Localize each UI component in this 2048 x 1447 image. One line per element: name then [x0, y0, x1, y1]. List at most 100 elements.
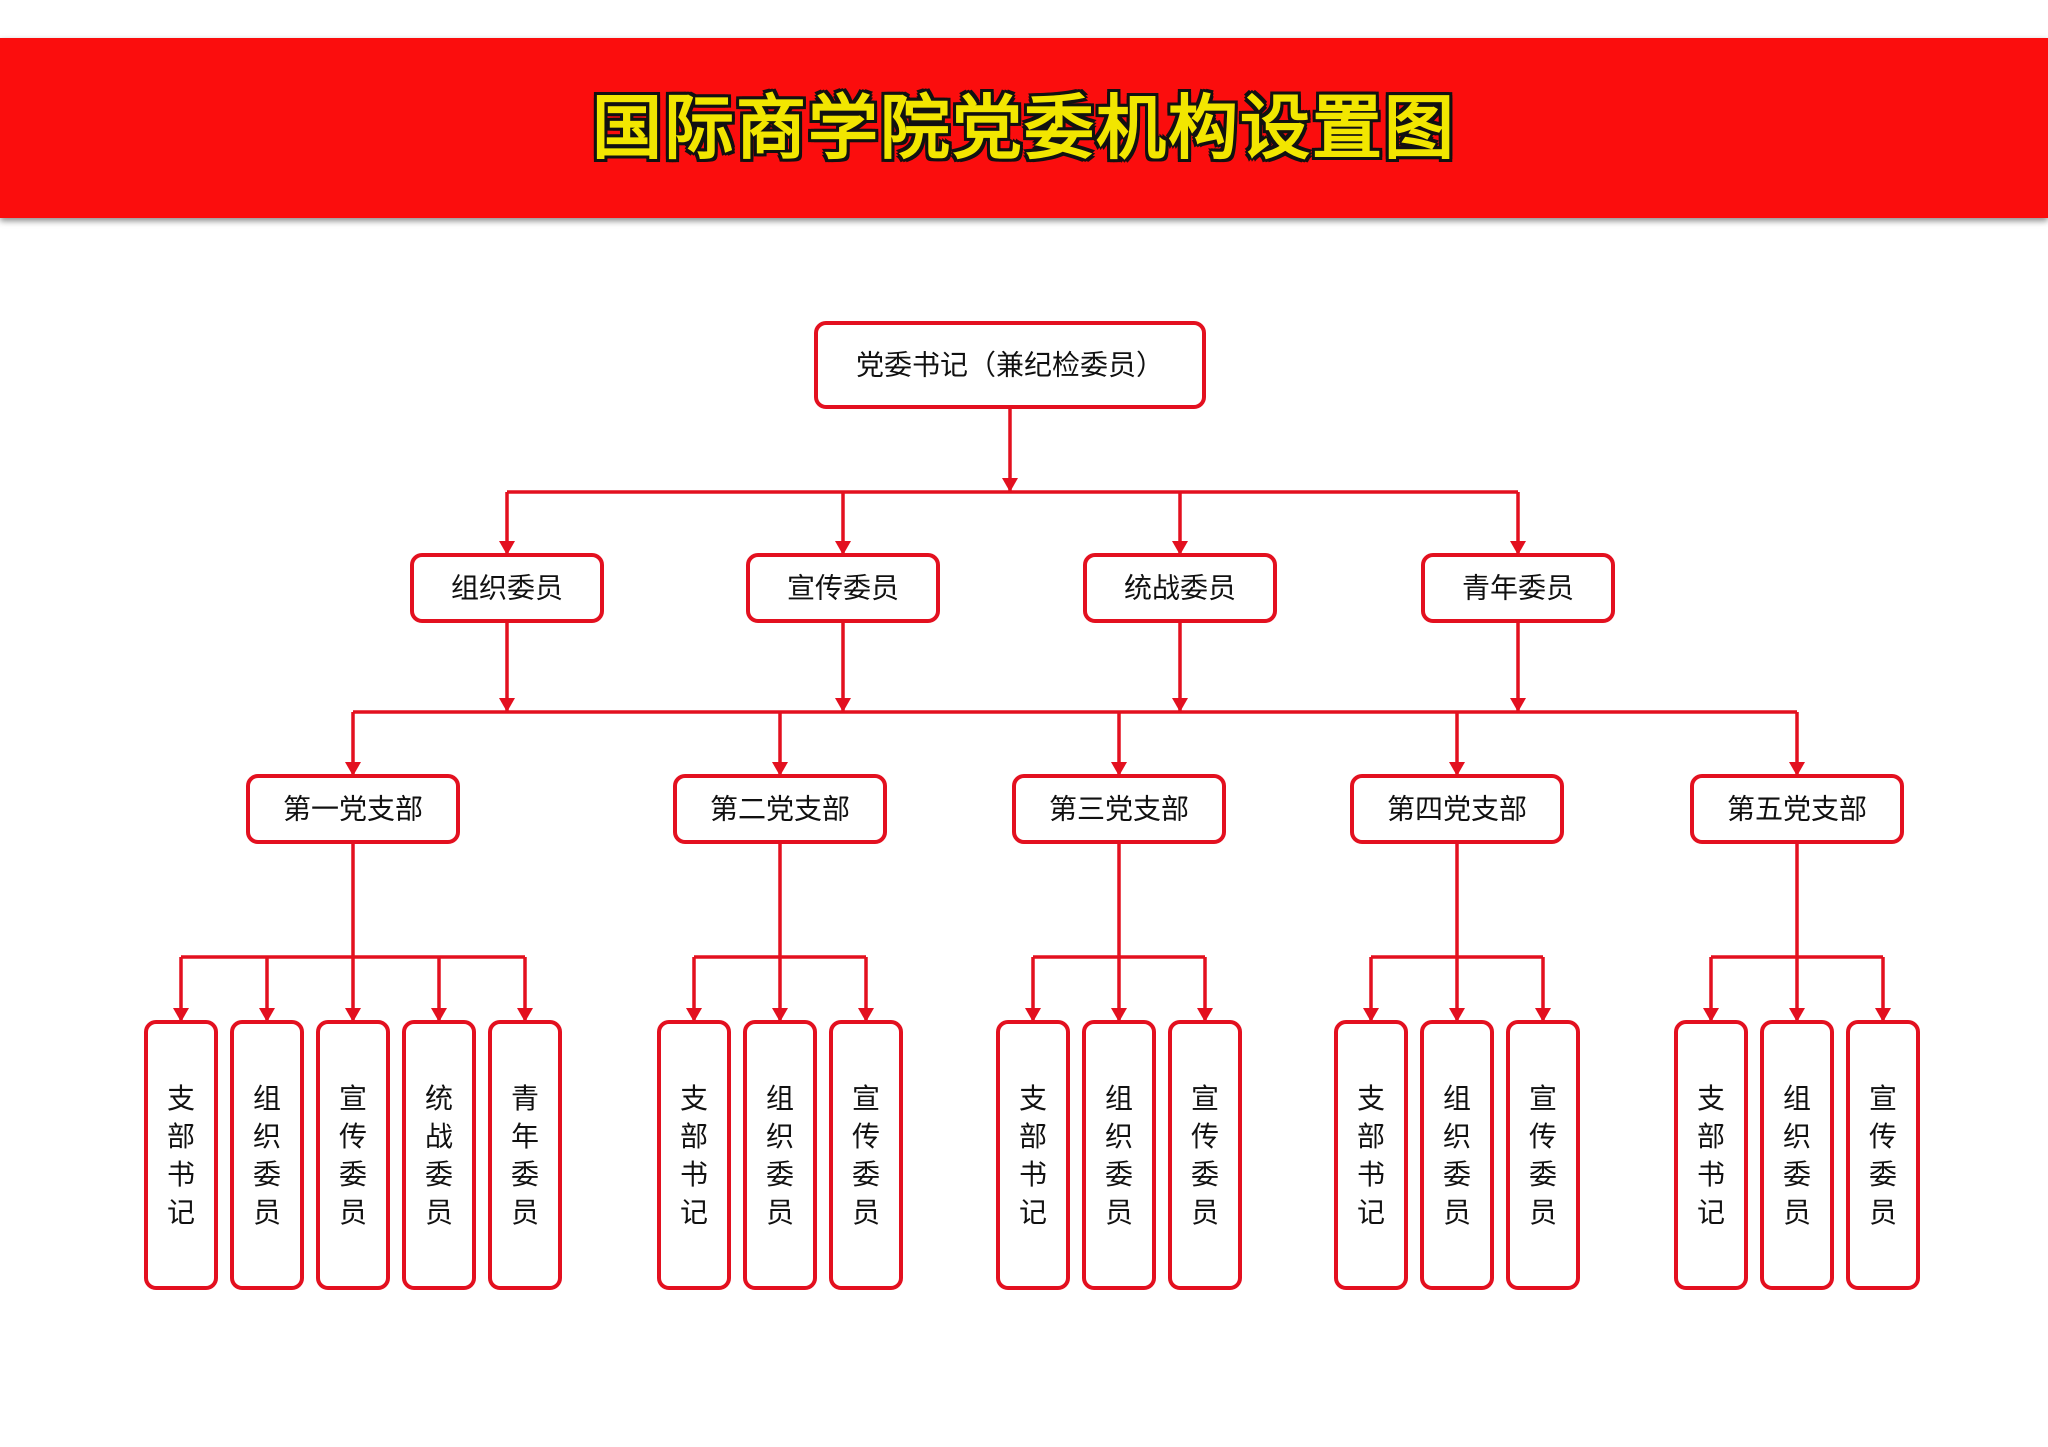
arrow-role-3-1 [1025, 1008, 1041, 1022]
branch-3-role-2-frame [1082, 1020, 1156, 1290]
arrow-role-5-2 [1789, 1008, 1805, 1022]
arrow-member-4 [1510, 541, 1526, 555]
committee-member-4-label: 青年委员 [1462, 572, 1574, 605]
branch-5-role-3-label: 宣传委员 [1869, 1082, 1897, 1229]
branch-1-role-5[interactable]: 青年委员 [488, 1020, 562, 1290]
branch-3-role-3[interactable]: 宣传委员 [1168, 1020, 1242, 1290]
arrow-branch-3 [1111, 762, 1127, 776]
branch-1-role-5-frame [488, 1020, 562, 1290]
party-branch-5-label: 第五党支部 [1727, 793, 1867, 826]
arrow-role-4-3 [1535, 1008, 1551, 1022]
branch-4-role-1-label: 支部书记 [1357, 1082, 1385, 1229]
branch-4-role-3-label: 宣传委员 [1529, 1082, 1557, 1229]
branch-5-role-3[interactable]: 宣传委员 [1846, 1020, 1920, 1290]
arrow-role-1-3 [345, 1008, 361, 1022]
branch-3-role-3-label: 宣传委员 [1191, 1082, 1219, 1229]
branch-2-role-2-label: 组织委员 [766, 1082, 794, 1229]
committee-member-2-label: 宣传委员 [787, 572, 899, 605]
branch-2-role-1-frame [657, 1020, 731, 1290]
party-branch-2[interactable]: 第二党支部 [673, 774, 887, 844]
arrow-root [1002, 478, 1018, 492]
branch-4-role-3[interactable]: 宣传委员 [1506, 1020, 1580, 1290]
arrow-branch-2 [772, 762, 788, 776]
branch-4-role-3-frame [1506, 1020, 1580, 1290]
committee-member-2[interactable]: 宣传委员 [746, 553, 940, 623]
party-branch-5[interactable]: 第五党支部 [1690, 774, 1904, 844]
branch-1-role-3[interactable]: 宣传委员 [316, 1020, 390, 1290]
branch-3-role-2[interactable]: 组织委员 [1082, 1020, 1156, 1290]
branch-2-role-2-frame [743, 1020, 817, 1290]
party-branch-4[interactable]: 第四党支部 [1350, 774, 1564, 844]
branch-5-role-2-frame [1760, 1020, 1834, 1290]
branch-1-role-2[interactable]: 组织委员 [230, 1020, 304, 1290]
branch-1-role-1[interactable]: 支部书记 [144, 1020, 218, 1290]
branch-1-role-4[interactable]: 统战委员 [402, 1020, 476, 1290]
branch-5-role-3-frame [1846, 1020, 1920, 1290]
branch-5-role-2-label: 组织委员 [1783, 1082, 1811, 1229]
branch-2-role-1[interactable]: 支部书记 [657, 1020, 731, 1290]
arrow-member-down-4 [1510, 698, 1526, 712]
branch-4-role-1-frame [1334, 1020, 1408, 1290]
arrow-role-1-4 [431, 1008, 447, 1022]
branch-1-role-2-label: 组织委员 [253, 1082, 281, 1229]
arrow-role-3-2 [1111, 1008, 1127, 1022]
arrow-role-1-2 [259, 1008, 275, 1022]
committee-member-1[interactable]: 组织委员 [410, 553, 604, 623]
branch-3-role-1-label: 支部书记 [1019, 1082, 1047, 1229]
arrow-member-down-2 [835, 698, 851, 712]
arrow-role-5-1 [1703, 1008, 1719, 1022]
branch-2-role-3-frame [829, 1020, 903, 1290]
branch-5-role-1-label: 支部书记 [1697, 1082, 1725, 1229]
committee-member-3[interactable]: 统战委员 [1083, 553, 1277, 623]
page-title: 国际商学院党委机构设置图 [592, 87, 1456, 169]
party-branch-3-label: 第三党支部 [1049, 793, 1189, 826]
arrow-role-5-3 [1875, 1008, 1891, 1022]
party-branch-2-label: 第二党支部 [710, 793, 850, 826]
branch-5-role-2[interactable]: 组织委员 [1760, 1020, 1834, 1290]
arrow-branch-4 [1449, 762, 1465, 776]
arrow-role-1-5 [517, 1008, 533, 1022]
party-branch-3[interactable]: 第三党支部 [1012, 774, 1226, 844]
party-branch-1[interactable]: 第一党支部 [246, 774, 460, 844]
branch-3-role-2-label: 组织委员 [1105, 1082, 1133, 1229]
branch-1-role-4-label: 统战委员 [425, 1082, 453, 1229]
arrow-branch-1 [345, 762, 361, 776]
arrow-role-2-3 [858, 1008, 874, 1022]
branch-1-role-5-label: 青年委员 [511, 1082, 539, 1229]
arrow-role-4-2 [1449, 1008, 1465, 1022]
arrow-branch-5 [1789, 762, 1805, 776]
committee-member-1-label: 组织委员 [451, 572, 563, 605]
committee-member-4[interactable]: 青年委员 [1421, 553, 1615, 623]
branch-1-role-3-label: 宣传委员 [339, 1082, 367, 1229]
party-branch-1-label: 第一党支部 [283, 793, 423, 826]
branch-4-role-2[interactable]: 组织委员 [1420, 1020, 1494, 1290]
branch-1-role-2-frame [230, 1020, 304, 1290]
party-branch-4-label: 第四党支部 [1387, 793, 1527, 826]
branch-5-role-1[interactable]: 支部书记 [1674, 1020, 1748, 1290]
arrow-member-3 [1172, 541, 1188, 555]
branch-4-role-2-label: 组织委员 [1443, 1082, 1471, 1229]
arrow-role-1-1 [173, 1008, 189, 1022]
branch-2-role-1-label: 支部书记 [680, 1082, 708, 1229]
arrow-role-2-2 [772, 1008, 788, 1022]
branch-1-role-1-frame [144, 1020, 218, 1290]
arrow-member-down-1 [499, 698, 515, 712]
arrow-member-2 [835, 541, 851, 555]
title-banner: 国际商学院党委机构设置图 [0, 38, 2048, 218]
branch-2-role-3-label: 宣传委员 [852, 1082, 880, 1229]
branch-1-role-4-frame [402, 1020, 476, 1290]
arrow-role-4-1 [1363, 1008, 1379, 1022]
root-box[interactable]: 党委书记（兼纪检委员） [814, 321, 1206, 409]
branch-2-role-2[interactable]: 组织委员 [743, 1020, 817, 1290]
arrow-member-down-3 [1172, 698, 1188, 712]
branch-1-role-3-frame [316, 1020, 390, 1290]
branch-2-role-3[interactable]: 宣传委员 [829, 1020, 903, 1290]
branch-3-role-1[interactable]: 支部书记 [996, 1020, 1070, 1290]
branch-4-role-1[interactable]: 支部书记 [1334, 1020, 1408, 1290]
root-box-label: 党委书记（兼纪检委员） [856, 349, 1164, 382]
branch-4-role-2-frame [1420, 1020, 1494, 1290]
branch-1-role-1-label: 支部书记 [167, 1082, 195, 1229]
arrow-role-2-1 [686, 1008, 702, 1022]
